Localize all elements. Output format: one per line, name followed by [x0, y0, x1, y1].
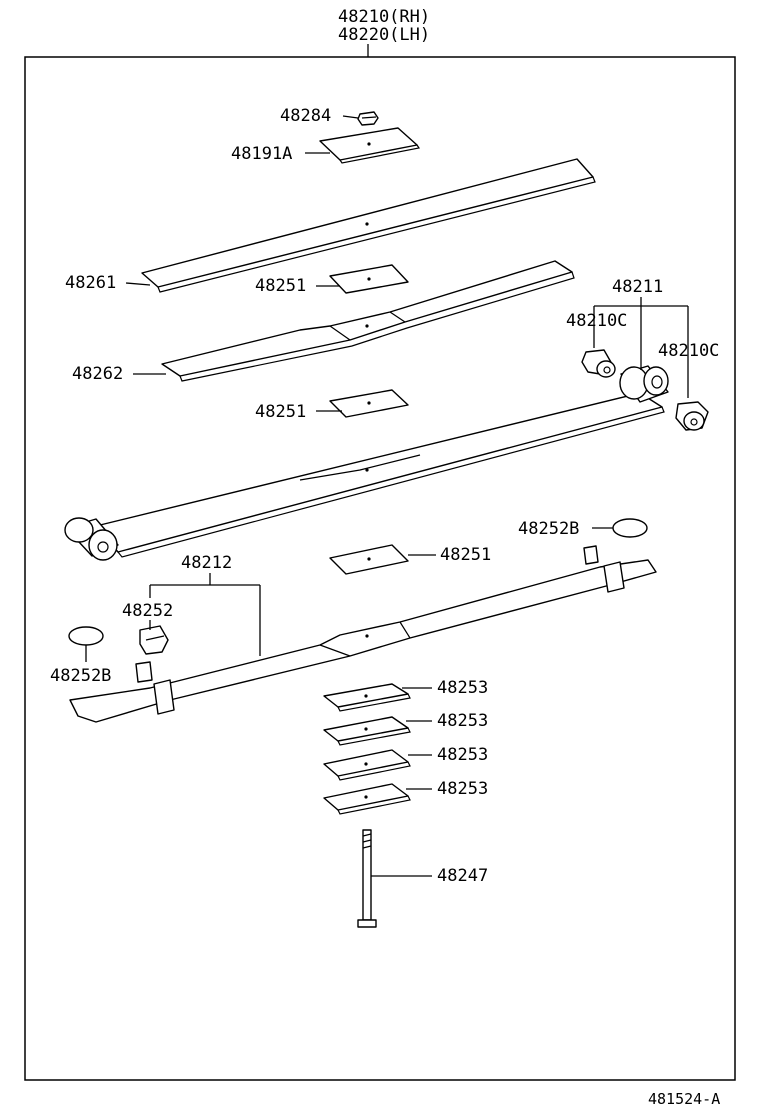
label-48284: 48284 — [280, 106, 331, 126]
part-48210c-bushing-left — [581, 349, 616, 378]
title-lh: 48220(LH) — [338, 25, 430, 45]
label-48261: 48261 — [65, 273, 116, 293]
label-48212: 48212 — [181, 553, 232, 573]
label-48253-1: 48253 — [437, 678, 488, 698]
label-48252b-top: 48252B — [518, 519, 579, 539]
part-48251-pad-upper — [329, 264, 409, 294]
part-48284-nut — [357, 111, 379, 126]
label-48191a: 48191A — [231, 144, 292, 164]
title-rh: 48210(RH) — [338, 7, 430, 27]
label-48247: 48247 — [437, 866, 488, 886]
label-48252b-left: 48252B — [50, 666, 111, 686]
label-48251-mid: 48251 — [255, 402, 306, 422]
label-48252: 48252 — [122, 601, 173, 621]
part-48251-pad-lower — [329, 544, 409, 575]
part-48247-center-bolt — [357, 829, 377, 928]
part-48252-clip — [139, 625, 169, 655]
label-48262: 48262 — [72, 364, 123, 384]
part-48261-leaf — [141, 158, 596, 293]
label-48210c-left: 48210C — [566, 311, 627, 331]
part-48191a-plate — [319, 127, 420, 164]
leader-48261 — [125, 282, 151, 286]
label-48210c-right: 48210C — [658, 341, 719, 361]
part-48210c-bushing-right — [675, 401, 709, 431]
label-48253-2: 48253 — [437, 711, 488, 731]
label-48253-3: 48253 — [437, 745, 488, 765]
label-48251-upper: 48251 — [255, 276, 306, 296]
part-48253-spacer-4 — [323, 783, 411, 815]
part-48211-main-leaf — [64, 365, 669, 561]
label-48211: 48211 — [612, 277, 663, 297]
label-48253-4: 48253 — [437, 779, 488, 799]
leader-48284 — [342, 115, 359, 119]
part-48253-spacer-3 — [323, 749, 411, 781]
part-48252b-cap-left — [68, 626, 104, 646]
assembly-frame — [24, 56, 736, 1081]
part-48262-leaf — [161, 260, 575, 382]
part-48253-spacer-1 — [323, 683, 411, 712]
figure-id: 481524-A — [648, 1090, 720, 1108]
part-48253-spacer-2 — [323, 716, 411, 746]
part-48252b-cap-top — [612, 518, 648, 538]
part-48251-pad-mid — [329, 389, 409, 418]
label-48251-lower: 48251 — [440, 545, 491, 565]
part-48212-bottom-leaf — [69, 545, 657, 723]
